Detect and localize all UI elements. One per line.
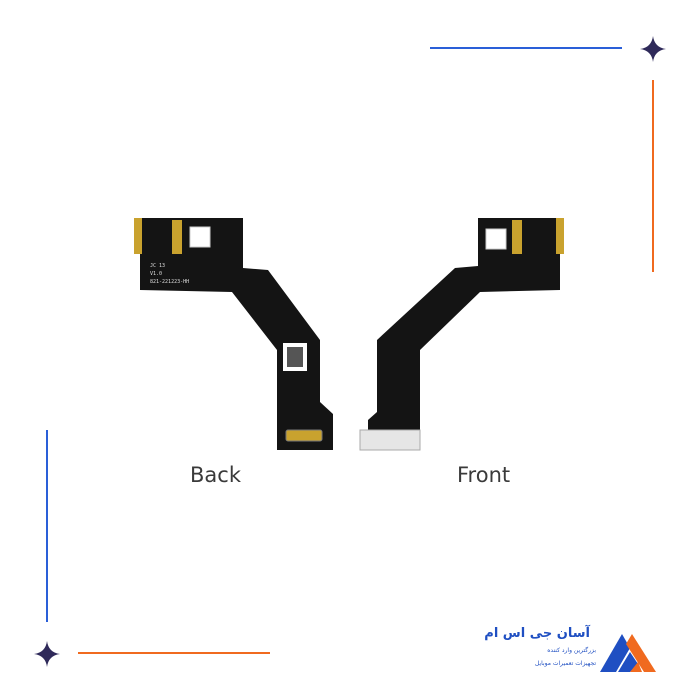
board-print: JC 13 V1.0 821-221223-HH	[150, 262, 189, 286]
decor-line-right-orange	[652, 80, 654, 272]
logo-title: آسان جی اس ام	[484, 626, 590, 641]
board-version: V1.0	[150, 271, 163, 277]
decor-line-top-blue	[430, 47, 622, 49]
board-model: JC 13	[150, 263, 166, 269]
front-label: Front	[457, 463, 511, 487]
logo-subtitle-1: بزرگترین وارد کننده	[547, 647, 596, 654]
logo-subtitle-2: تجهیزات تعمیرات موبایل	[534, 660, 596, 667]
logo-mark-icon	[600, 634, 656, 672]
decor-line-bottom-orange	[78, 652, 270, 654]
back-label: Back	[190, 463, 241, 487]
board-serial: 821-221223-HH	[150, 279, 190, 285]
sparkle-icon	[640, 36, 666, 62]
decor-line-left-blue	[46, 430, 48, 622]
sparkle-icon	[34, 641, 60, 667]
